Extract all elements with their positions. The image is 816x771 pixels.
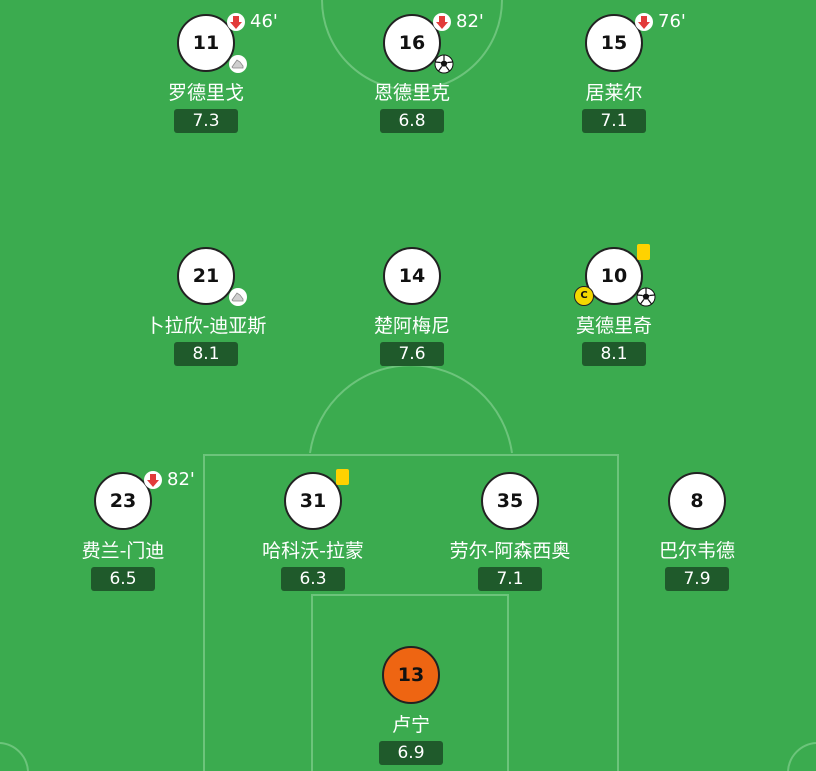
player-number-badge: 11 (177, 14, 235, 72)
player-rating: 8.1 (174, 342, 238, 366)
center-circle-arc (321, 0, 503, 91)
player-number-badge: 10 (585, 247, 643, 305)
player-rating: 7.3 (174, 109, 238, 133)
player-number-badge: 21 (177, 247, 235, 305)
substitution-time: 82' (167, 469, 195, 490)
player-name: 居莱尔 (585, 82, 643, 104)
boot-icon (229, 55, 247, 73)
player-card-21[interactable]: 21 卜拉欣-迪亚斯 8.1 (126, 247, 286, 367)
player-rating: 7.9 (665, 567, 729, 591)
penalty-arc (309, 364, 513, 454)
player-rating: 7.1 (478, 567, 542, 591)
sub-off-icon (433, 13, 451, 31)
player-number-badge: 15 (585, 14, 643, 72)
player-name: 罗德里戈 (167, 82, 244, 104)
corner-arc-right (787, 742, 816, 771)
player-name: 巴尔韦德 (658, 540, 735, 562)
yellow-card-icon (336, 469, 349, 485)
player-rating: 7.6 (380, 342, 444, 366)
soccer-ball-icon (434, 54, 454, 74)
corner-arc-left (0, 742, 29, 771)
substitution-time: 82' (456, 11, 484, 32)
player-card-23[interactable]: 23 82' 费兰-门迪 6.5 (43, 469, 203, 592)
player-rating: 6.5 (91, 567, 155, 591)
player-card-11[interactable]: 11 46' 罗德里戈 7.3 (126, 11, 286, 134)
player-name: 卜拉欣-迪亚斯 (145, 315, 267, 337)
player-name: 莫德里奇 (575, 315, 652, 337)
player-number-badge: 16 (383, 14, 441, 72)
penalty-box (203, 454, 619, 771)
substitution-time: 46' (250, 11, 278, 32)
sub-off-icon (635, 13, 653, 31)
player-card-13[interactable]: 13 卢宁 6.9 (331, 646, 491, 766)
captain-badge: C (574, 286, 594, 306)
player-name: 卢宁 (391, 714, 430, 736)
boot-icon (229, 288, 247, 306)
player-rating: 6.8 (380, 109, 444, 133)
player-card-16[interactable]: 16 82' 恩德里克 6.8 (332, 11, 492, 134)
player-number-badge: 14 (383, 247, 441, 305)
sub-off-icon (227, 13, 245, 31)
substitution-time: 76' (658, 11, 686, 32)
player-number-badge: 35 (481, 472, 539, 530)
player-name: 劳尔-阿森西奥 (449, 540, 571, 562)
player-card-10[interactable]: 10 C 莫德里奇 8.1 (534, 244, 694, 367)
player-rating: 8.1 (582, 342, 646, 366)
goal-box (311, 594, 509, 771)
player-card-35[interactable]: 35 劳尔-阿森西奥 7.1 (430, 472, 590, 592)
player-rating: 6.9 (379, 741, 443, 765)
sub-off-icon (144, 471, 162, 489)
player-number-badge: 31 (284, 472, 342, 530)
player-number-badge: 23 (94, 472, 152, 530)
player-card-14[interactable]: 14 楚阿梅尼 7.6 (332, 247, 492, 367)
player-name: 哈科沃-拉蒙 (262, 540, 364, 562)
player-name: 费兰-门迪 (81, 540, 165, 562)
player-rating: 6.3 (281, 567, 345, 591)
player-card-31[interactable]: 31 哈科沃-拉蒙 6.3 (233, 469, 393, 592)
yellow-card-icon (637, 244, 650, 260)
soccer-ball-icon (636, 287, 656, 307)
player-name: 楚阿梅尼 (373, 315, 450, 337)
goalkeeper-number-badge: 13 (382, 646, 440, 704)
player-card-15[interactable]: 15 76' 居莱尔 7.1 (534, 11, 694, 134)
player-rating: 7.1 (582, 109, 646, 133)
player-number-badge: 8 (668, 472, 726, 530)
player-card-8[interactable]: 8 巴尔韦德 7.9 (617, 472, 777, 592)
player-name: 恩德里克 (373, 82, 450, 104)
